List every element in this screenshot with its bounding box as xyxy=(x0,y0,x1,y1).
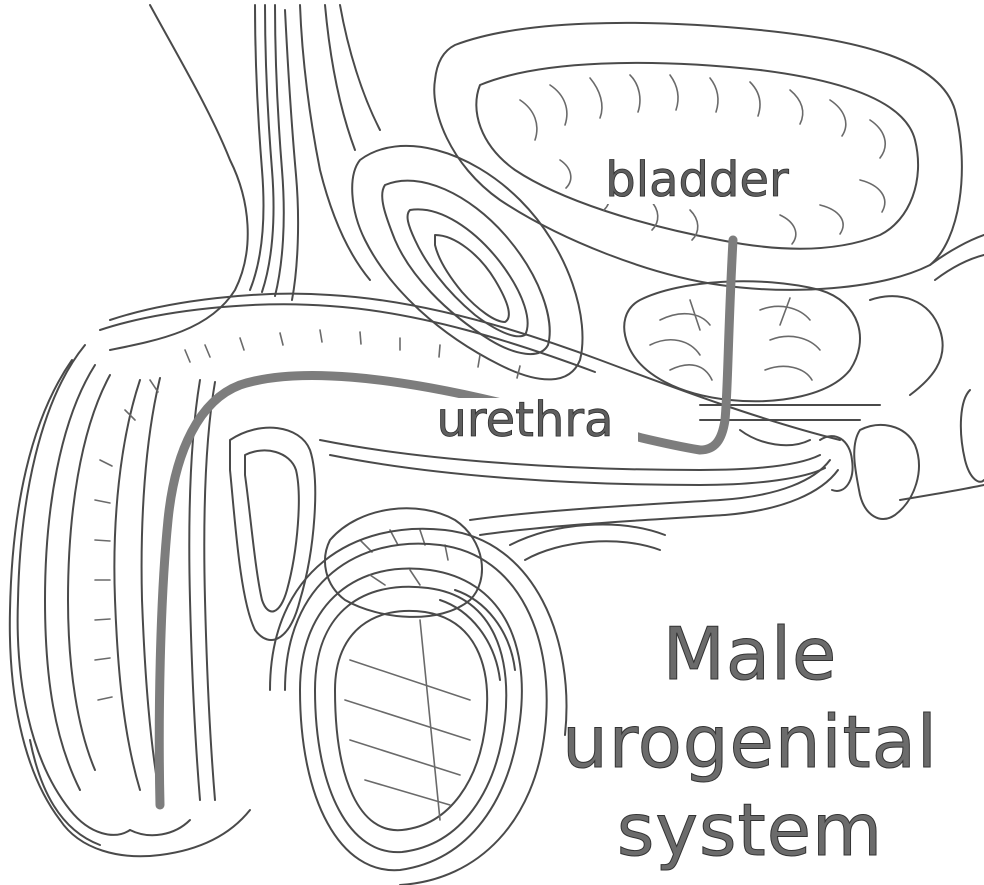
pubic-bone xyxy=(352,146,582,380)
title-line-2: urogenital xyxy=(560,698,940,786)
title-line-1: Male xyxy=(560,610,940,698)
diagram-title: Male urogenital system xyxy=(560,610,940,874)
urethra-label: urethra xyxy=(436,392,613,448)
prostate-gland xyxy=(624,281,860,401)
body-contour xyxy=(110,5,380,350)
title-line-3: system xyxy=(560,786,940,874)
bladder-label: bladder xyxy=(605,152,789,208)
posterior-structures xyxy=(820,296,984,519)
